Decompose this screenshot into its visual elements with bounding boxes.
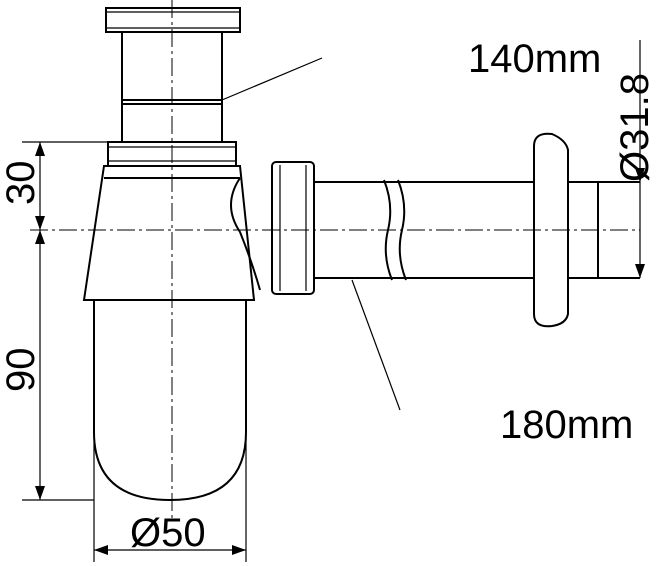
label-body-diameter: Ø50 bbox=[130, 511, 206, 555]
label-cap-height: 30 bbox=[0, 161, 43, 206]
pipe-diameter-dimension bbox=[635, 40, 645, 278]
label-180mm: 180mm bbox=[500, 403, 633, 447]
label-140mm: 140mm bbox=[468, 37, 601, 81]
label-body-height: 90 bbox=[0, 348, 43, 393]
leader-180mm bbox=[351, 279, 401, 411]
inlet-pipe bbox=[105, 7, 241, 167]
width-dimension bbox=[93, 432, 247, 562]
trap-body bbox=[82, 165, 256, 301]
height-dimensions bbox=[22, 141, 108, 501]
side-outlet-neck bbox=[230, 177, 261, 291]
wall-flange bbox=[533, 132, 569, 328]
outlet-nut-knurling bbox=[279, 165, 307, 291]
label-pipe-diameter: Ø31.8 bbox=[613, 73, 657, 182]
trap-bottle bbox=[93, 299, 247, 502]
leader-140mm bbox=[221, 57, 323, 101]
inlet-nut-knurling bbox=[106, 11, 240, 29]
outlet-nut bbox=[271, 161, 315, 295]
